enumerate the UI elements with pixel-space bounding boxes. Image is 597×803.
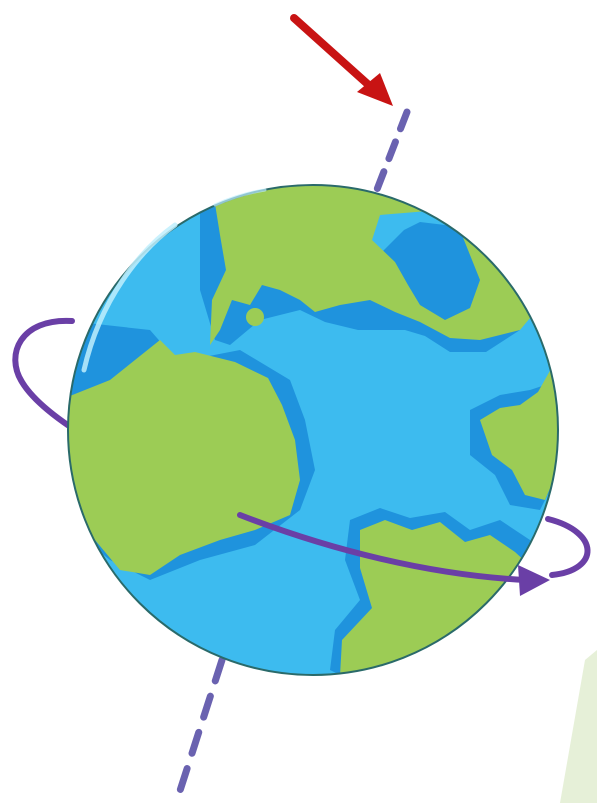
axis-lower-segment — [177, 660, 222, 800]
axis-upper-segment — [376, 112, 407, 192]
earth-globe — [60, 180, 580, 690]
island — [246, 308, 264, 326]
rotation-arrowhead — [518, 565, 550, 596]
background-fragment — [560, 650, 597, 803]
pointer-arrow — [294, 18, 393, 106]
